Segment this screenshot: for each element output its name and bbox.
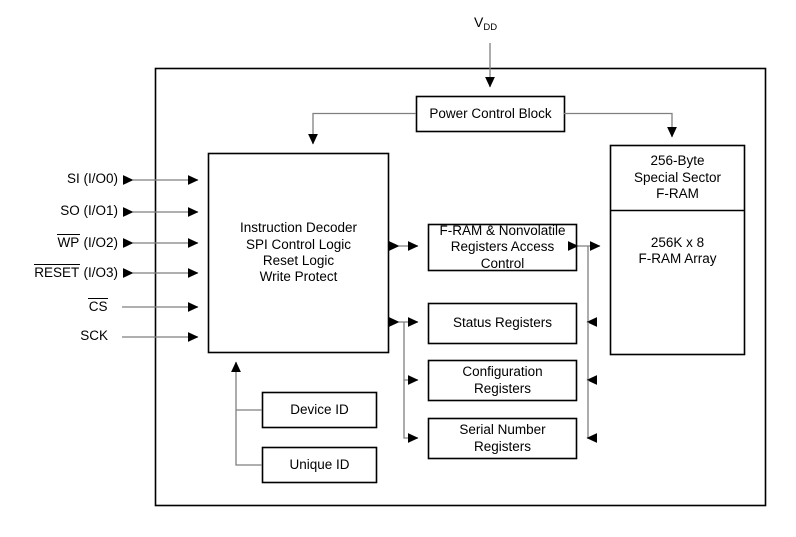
pin-label-so: SO (I/O1): [60, 203, 118, 218]
fram-bus-to-config-line: [586, 322, 597, 385]
decoder-bus-to-serial-line: [403, 380, 419, 443]
pin-label-cs: CS: [88, 298, 108, 314]
unique-id-box: [261, 446, 378, 484]
decoder-bus-to-config-line: [403, 322, 419, 385]
fram-outer-box: [609, 144, 746, 356]
power-to-fram-line: [564, 112, 677, 138]
vdd-label: VDD: [474, 14, 498, 33]
serial-number-registers-box: [427, 417, 578, 460]
power-to-decoder-line: [308, 112, 416, 145]
configuration-registers-box: [427, 359, 578, 402]
instruction-decoder-box: [207, 152, 390, 354]
power-control-block-box: [415, 95, 566, 133]
pin-label-si: SI (I/O0): [66, 171, 118, 186]
access-control-box: [427, 223, 578, 272]
pin-label-reset: RESET (I/O3): [33, 264, 118, 280]
fram-bus-to-serial-line: [586, 380, 597, 443]
fram-bus-to-status-line: [586, 246, 597, 327]
pin-label-sck: SCK: [80, 328, 108, 343]
status-registers-box: [427, 302, 578, 345]
chip-boundary: [154, 67, 767, 507]
pin-label-wp: WP (I/O2): [56, 234, 118, 250]
unique-id-to-decoder-line: [231, 361, 262, 466]
device-id-box: [261, 391, 378, 429]
